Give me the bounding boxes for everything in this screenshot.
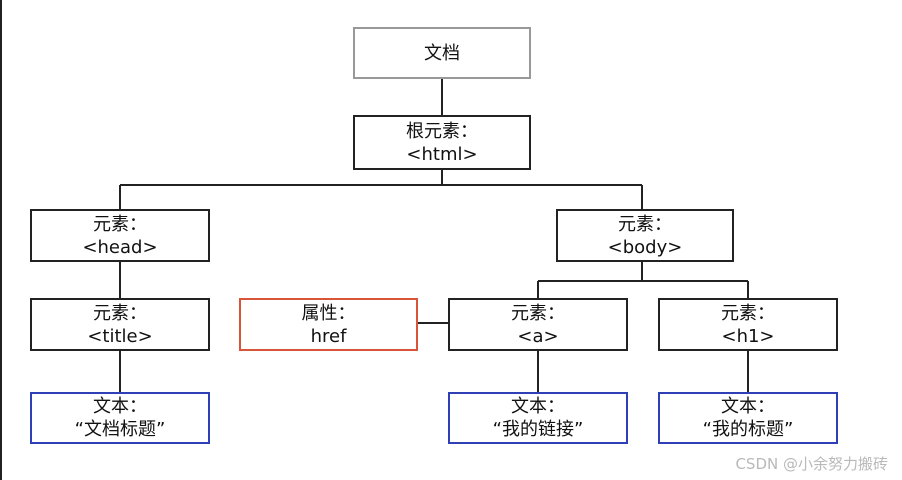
node-h1-label: 元素： bbox=[721, 302, 775, 324]
node-text-link: 文本： “我的链接” bbox=[448, 392, 628, 444]
node-h1: 元素： <h1> bbox=[658, 298, 838, 351]
node-body: 元素： <body> bbox=[556, 209, 734, 262]
node-text-h1-value: “我的标题” bbox=[702, 419, 794, 440]
node-document: 文档 bbox=[353, 27, 531, 79]
node-a-label: 元素： bbox=[511, 302, 565, 324]
node-attr-href-label: 属性： bbox=[301, 302, 356, 324]
node-a: 元素： <a> bbox=[448, 298, 628, 351]
node-a-tag: <a> bbox=[517, 325, 559, 347]
node-root-html: 根元素： <html> bbox=[353, 115, 531, 170]
node-body-tag: <body> bbox=[607, 236, 683, 258]
node-root-html-label: 根元素： bbox=[406, 120, 478, 142]
node-h1-tag: <h1> bbox=[721, 325, 775, 347]
node-title-tag: <title> bbox=[87, 325, 153, 347]
node-root-html-tag: <html> bbox=[406, 143, 478, 165]
node-text-h1-label: 文本： bbox=[721, 396, 775, 417]
node-title-label: 元素： bbox=[93, 302, 147, 324]
node-text-link-label: 文本： bbox=[511, 396, 565, 417]
node-text-title-label: 文本： bbox=[93, 396, 147, 417]
node-attr-href-value: href bbox=[310, 325, 347, 347]
watermark: CSDN @小余努力搬砖 bbox=[735, 455, 888, 473]
node-head-tag: <head> bbox=[82, 236, 158, 258]
node-text-h1: 文本： “我的标题” bbox=[658, 392, 838, 444]
node-text-link-value: “我的链接” bbox=[492, 419, 584, 440]
node-text-title: 文本： “文档标题” bbox=[30, 392, 210, 444]
node-body-label: 元素： bbox=[618, 213, 672, 235]
node-head-label: 元素： bbox=[93, 213, 147, 235]
node-document-label: 文档 bbox=[424, 42, 460, 64]
node-head: 元素： <head> bbox=[30, 209, 210, 262]
node-title: 元素： <title> bbox=[30, 298, 210, 351]
node-attr-href: 属性： href bbox=[239, 298, 418, 351]
node-text-title-value: “文档标题” bbox=[74, 419, 166, 440]
